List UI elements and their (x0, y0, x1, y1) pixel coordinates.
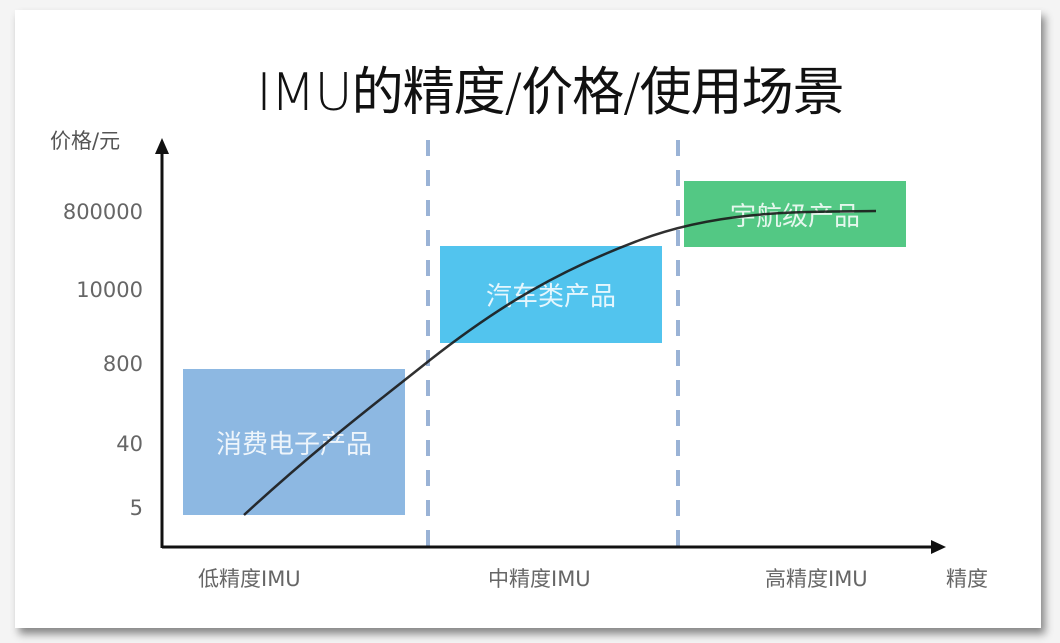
y-tick: 40 (116, 432, 143, 456)
x-axis-label: 精度 (946, 567, 988, 591)
x-tick: 低精度IMU (198, 567, 301, 591)
y-tick: 800000 (62, 200, 143, 224)
y-tick: 10000 (76, 278, 143, 302)
aerospace-box: 宇航级产品 (684, 181, 906, 247)
y-tick: 5 (129, 496, 143, 520)
y-axis-label: 价格/元 (50, 129, 121, 153)
x-tick: 高精度IMU (765, 567, 868, 591)
y-tick: 800 (102, 352, 143, 376)
page-title: IMU的精度/价格/使用场景 (256, 63, 844, 123)
consumer-electronics-box: 消费电子产品 (183, 369, 405, 515)
x-tick: 中精度IMU (488, 567, 591, 591)
automotive-box: 汽车类产品 (440, 246, 662, 343)
